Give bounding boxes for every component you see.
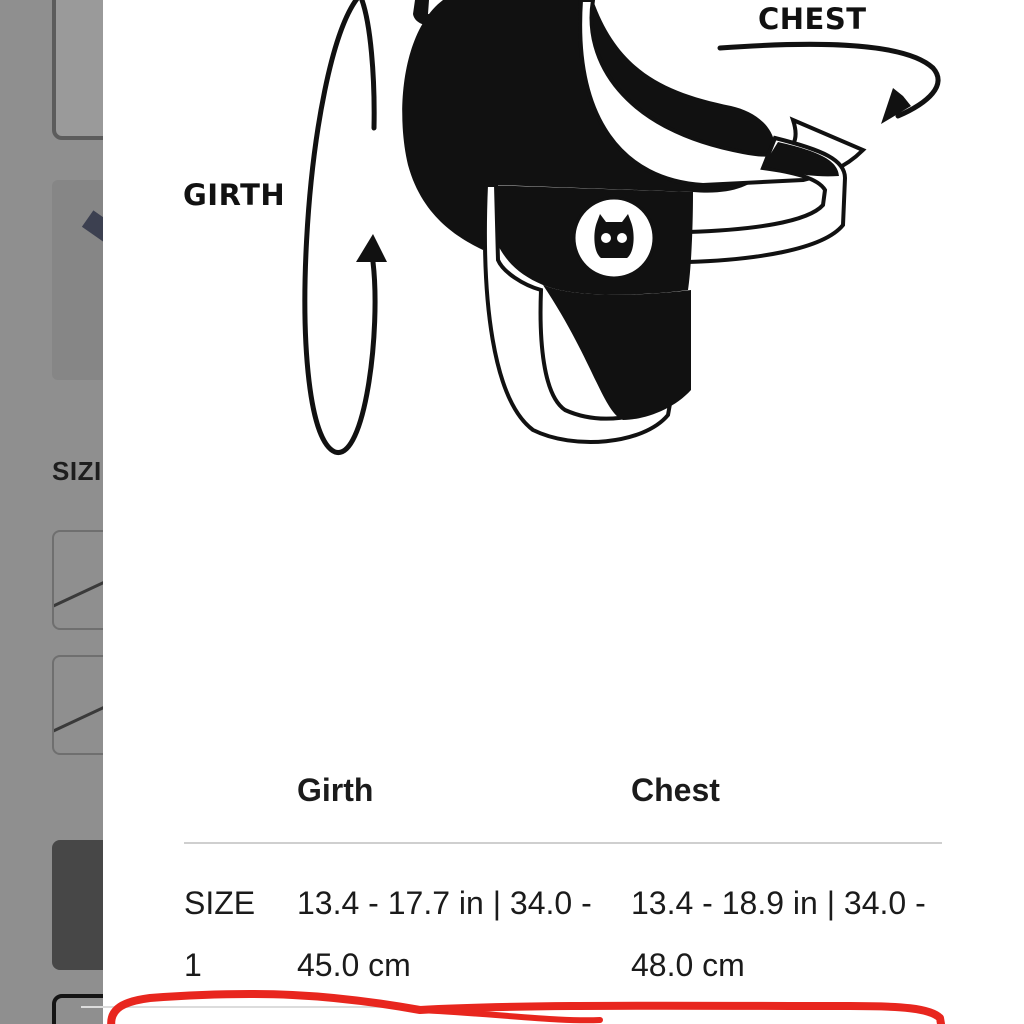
size-section-label: SIZI	[52, 456, 102, 486]
harness-measurement-diagram: GIRTH CHEST	[103, 0, 1024, 470]
girth-arrow-icon	[356, 234, 387, 262]
chest-arrow-icon	[881, 88, 911, 124]
table-row-divider	[81, 1006, 839, 1008]
girth-cell: 13.4 - 17.7 in | 34.0 - 45.0 cm	[297, 885, 592, 983]
chest-cell: 13.4 - 18.9 in | 34.0 - 48.0 cm	[631, 885, 926, 983]
size-table: Girth Chest SIZE 1 13.4 - 17.7 in | 34.0…	[184, 760, 942, 1009]
size-cell: SIZE 1	[184, 885, 256, 983]
size-guide-sheet: GIRTH CHEST Girth Chest SIZE 1 13.4 - 17…	[103, 0, 1024, 1024]
table-header-row: Girth Chest	[184, 760, 942, 844]
chest-arrow	[717, 41, 941, 119]
column-header-chest: Chest	[631, 772, 720, 808]
table-row: SIZE 1 13.4 - 17.7 in | 34.0 - 45.0 cm 1…	[184, 844, 942, 1009]
chest-diagram-label: CHEST	[758, 2, 867, 36]
dog-harness-icon	[302, 0, 941, 455]
girth-diagram-label: GIRTH	[183, 178, 286, 212]
girth-loop	[302, 0, 378, 455]
column-header-girth: Girth	[297, 772, 374, 808]
